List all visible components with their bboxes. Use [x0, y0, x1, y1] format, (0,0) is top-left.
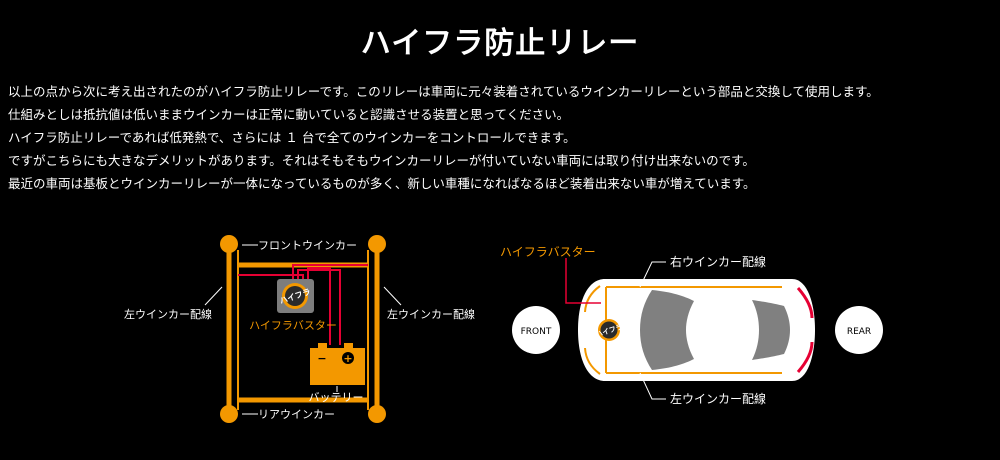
battery-plus: + — [343, 352, 352, 365]
paragraph-5: 最近の車両は基板とウインカーリレーが一体になっているものが多く、新しい車種になれ… — [8, 176, 756, 191]
rear-text: REAR — [847, 327, 871, 337]
battery-minus: − — [317, 352, 326, 365]
right-wiring-label: 左ウインカー配線 — [387, 307, 475, 321]
rear-windshield — [752, 300, 790, 360]
red-wires — [238, 264, 368, 345]
front-text: FRONT — [521, 327, 552, 337]
page-title: ハイフラ防止リレー — [360, 26, 640, 61]
rear-left-lamp — [220, 405, 238, 423]
right-diagram: FRONT REAR ハイフラ ハイフラバスター 右ウインカー配線 左ウインカー… — [500, 245, 883, 406]
front-winker-label: フロントウインカー — [258, 239, 357, 252]
front-circle — [512, 306, 560, 354]
left-device-label: ハイフラバスター — [249, 319, 337, 332]
rear-right-lamp — [368, 405, 386, 423]
front-right-lamp — [368, 235, 386, 253]
car-device-logo: ハイフラ — [595, 319, 624, 341]
left-wiring-label: 左ウインカー配線 — [124, 307, 212, 321]
description: 以上の点から次に考え出されたのがハイフラ防止リレーです。このリレーは車両に元々装… — [8, 80, 998, 195]
rear-left-lamp-red — [796, 341, 814, 373]
paragraph-4: ですがこちらにも大きなデメリットがあります。それはそもそもウインカーリレーが付い… — [8, 153, 755, 168]
left-diagram: ハイフラ ハイフラバスター + − バッテリー フロントウインカー リアウインカ… — [124, 235, 475, 423]
right-device-label: ハイフラバスター — [500, 245, 596, 259]
rear-right-lamp-red — [796, 287, 814, 319]
front-left-lamp — [220, 235, 238, 253]
battery-icon: + − — [310, 343, 365, 385]
hyfla-buster-device: ハイフラ — [277, 279, 314, 313]
paragraph-2: 仕組みとしは抵抗値は低いままウインカーは正常に動いていると認識させる装置と思って… — [8, 107, 570, 122]
right-winker-wiring-label: 右ウインカー配線 — [670, 254, 766, 269]
paragraph-1: 以上の点から次に考え出されたのがハイフラ防止リレーです。このリレーは車両に元々装… — [8, 84, 879, 99]
device-pointer — [565, 258, 601, 304]
paragraph-3: ハイフラ防止リレーであれば低発熱で、さらには １ 台で全てのウインカーをコントロ… — [8, 130, 576, 145]
left-winker-wiring-label: 左ウインカー配線 — [670, 391, 766, 406]
front-windshield — [640, 290, 694, 370]
rear-circle — [835, 306, 883, 354]
rear-winker-label: リアウインカー — [258, 408, 335, 421]
battery-label: バッテリー — [309, 391, 364, 404]
